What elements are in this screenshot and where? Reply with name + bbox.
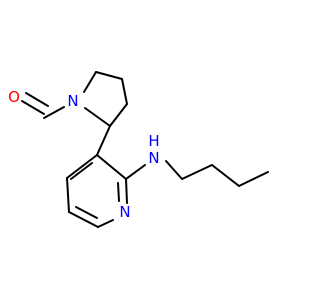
bond-cho-n <box>43 106 65 119</box>
bond-ring-n-bottom <box>84 107 111 127</box>
bond-butyl-3-4 <box>238 171 269 187</box>
structure-diagram: O N N H N <box>8 71 269 228</box>
pyridine-nitrogen-atom: N <box>119 203 130 221</box>
bond-pyridine-c3-c4-inner <box>70 162 93 180</box>
bond-pyridine-n-c2 <box>125 178 128 204</box>
bond-pyridine-c5-c6-inner <box>75 206 98 219</box>
amine-nitrogen-atom: N <box>148 149 159 167</box>
bond-n-ring-top <box>83 71 97 93</box>
pyrrolidine-nitrogen-atom: N <box>67 92 78 110</box>
bond-o-cho-double-b <box>25 92 49 107</box>
bond-ring-bottom <box>109 103 128 127</box>
bond-butyl-1-2 <box>181 164 213 180</box>
bond-c2-nh <box>125 164 146 180</box>
bond-o-cho-double-a <box>21 100 45 115</box>
bond-pyridine-c5-c6 <box>68 211 99 228</box>
bond-pyridine-c4-c5 <box>66 177 70 213</box>
bond-nh-butyl-1 <box>165 160 183 180</box>
molecule-drawing: O N N H N <box>8 71 269 228</box>
amine-hydrogen-atom: H <box>148 132 159 150</box>
bond-pyridine-c6-n <box>97 219 114 228</box>
bond-pyridine-c2-c3 <box>96 154 127 180</box>
bond-ring-right <box>121 78 128 105</box>
bond-pyridine-n-c2-inner <box>117 182 120 202</box>
bond-pyridine-c3-c4 <box>66 154 98 179</box>
bond-ring-to-pyridine <box>96 125 111 156</box>
bond-butyl-2-3 <box>211 164 240 187</box>
oxygen-atom: O <box>8 88 20 106</box>
bond-ring-top-right <box>95 71 123 80</box>
